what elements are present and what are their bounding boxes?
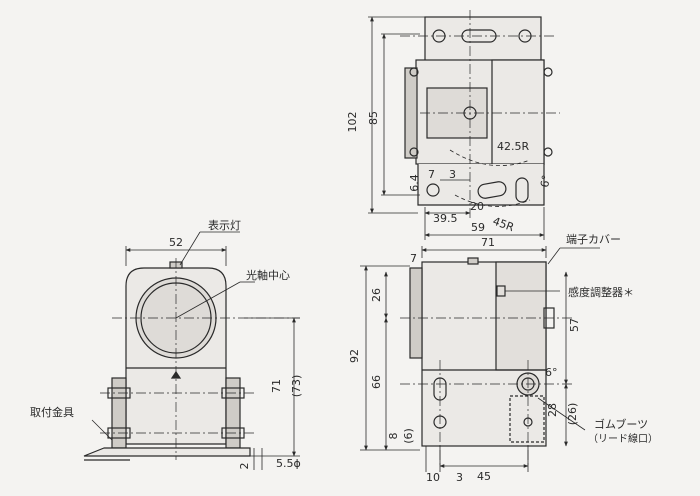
dim-39-5: 39.5 [433,212,458,225]
indicator-bump [467,257,479,265]
dim-73: (73) [290,375,303,398]
lead-outlet-label: （リード線口） [588,432,658,445]
optical-axis-label: 光軸中心 [246,268,290,282]
mount-hole [543,147,553,157]
dim-side-57: 57 [568,318,581,332]
top-view [368,10,560,240]
indicator-lamp-label: 表示灯 [208,218,241,232]
mount-hole [409,67,419,77]
dim-side-26-paren: (26) [566,403,579,426]
dim-side-7: 7 [410,252,417,265]
dim-side-28: 28 [546,403,559,417]
dim-side-10: 10 [426,471,440,484]
dim-5-5-phi: 5.5ϕ [276,457,301,470]
dim-3: 3 [449,168,456,181]
dim-7: 7 [428,168,435,181]
top-view-upper-tab [424,16,542,63]
top-view-lens-cover [404,67,418,159]
rubber-boot-label: ゴムブーツ [594,417,648,431]
dim-side-6-deg: 6° [545,366,558,379]
mount-slot [477,181,507,199]
dim-45r: 45R [491,215,516,235]
terminal-cover [495,261,547,371]
top-view-labels: 102 85 42.5R 6.4 7 3 20 39.5 45R 6° 59 [346,111,553,234]
side-view-labels: 71 7 端子カバー 26 感度調整器＊ 57 92 66 6° 28 (26)… [348,233,658,484]
mounting-bracket-label: 取付金具 [30,405,74,419]
dim-59: 59 [471,221,485,234]
lead-outlet-area [509,395,545,443]
top-view-bottom-bracket [417,164,545,206]
mount-hole [543,67,553,77]
dim-side-8: 8 [387,433,400,440]
dim-side-3: 3 [456,471,463,484]
mount-hole [426,183,440,197]
front-view-labels: 52 表示灯 光軸中心 取付金具 71 (73) 2 5.5ϕ [30,218,303,470]
dim-2: 2 [238,463,251,470]
dim-71: 71 [270,379,283,393]
dim-6-deg: 6° [538,174,553,189]
dim-side-66: 66 [370,375,383,389]
base-plate [83,447,251,457]
terminal-cover-label: 端子カバー [566,233,621,246]
mount-hole [409,147,419,157]
dim-side-6-paren: (6) [402,428,415,444]
mount-slot [515,177,529,203]
dim-52: 52 [169,236,183,249]
dim-side-71: 71 [481,236,495,249]
sensitivity-adjuster-label: 感度調整器＊ [568,285,634,299]
top-view-right-step [491,59,545,165]
dim-side-45: 45 [477,470,491,483]
dim-42-5r: 42.5R [497,140,529,153]
side-view [360,246,600,472]
front-view [83,231,300,470]
dim-side-92: 92 [348,349,361,363]
dim-20: 20 [470,200,484,213]
dim-102: 102 [346,112,359,133]
dim-6-4: 6.4 [408,174,421,192]
side-view-lens [409,267,423,359]
dim-side-26: 26 [370,288,383,302]
dim-85: 85 [367,111,380,125]
